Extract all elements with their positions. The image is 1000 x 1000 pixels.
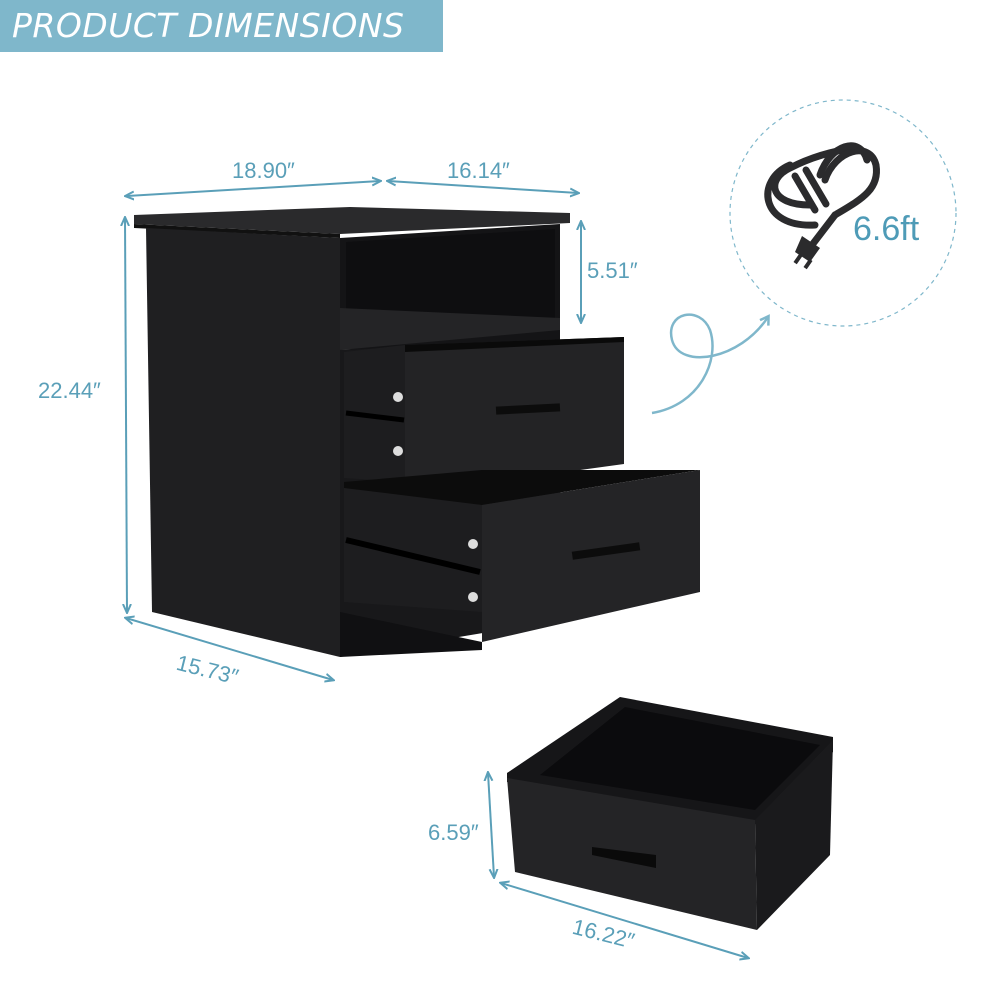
power-cord-icon [764, 142, 880, 249]
drawer-height-label: 6.59″ [428, 820, 479, 845]
height-label: 22.44″ [38, 378, 101, 403]
page-title: PRODUCT DIMENSIONS [12, 6, 405, 45]
plug-icon [793, 236, 820, 270]
nightstand [134, 207, 700, 657]
header-banner: PRODUCT DIMENSIONS [0, 0, 443, 52]
dimension-lines [125, 181, 748, 958]
depth-top-label: 16.14″ [447, 158, 510, 183]
callout-circle [729, 99, 957, 327]
cord-length-label: 6.6ft [853, 210, 920, 248]
curly-arrow-icon [651, 313, 768, 415]
width-label: 18.90″ [232, 158, 295, 183]
shelf-height-label: 5.51″ [587, 258, 638, 283]
drawer-detached [507, 697, 833, 930]
